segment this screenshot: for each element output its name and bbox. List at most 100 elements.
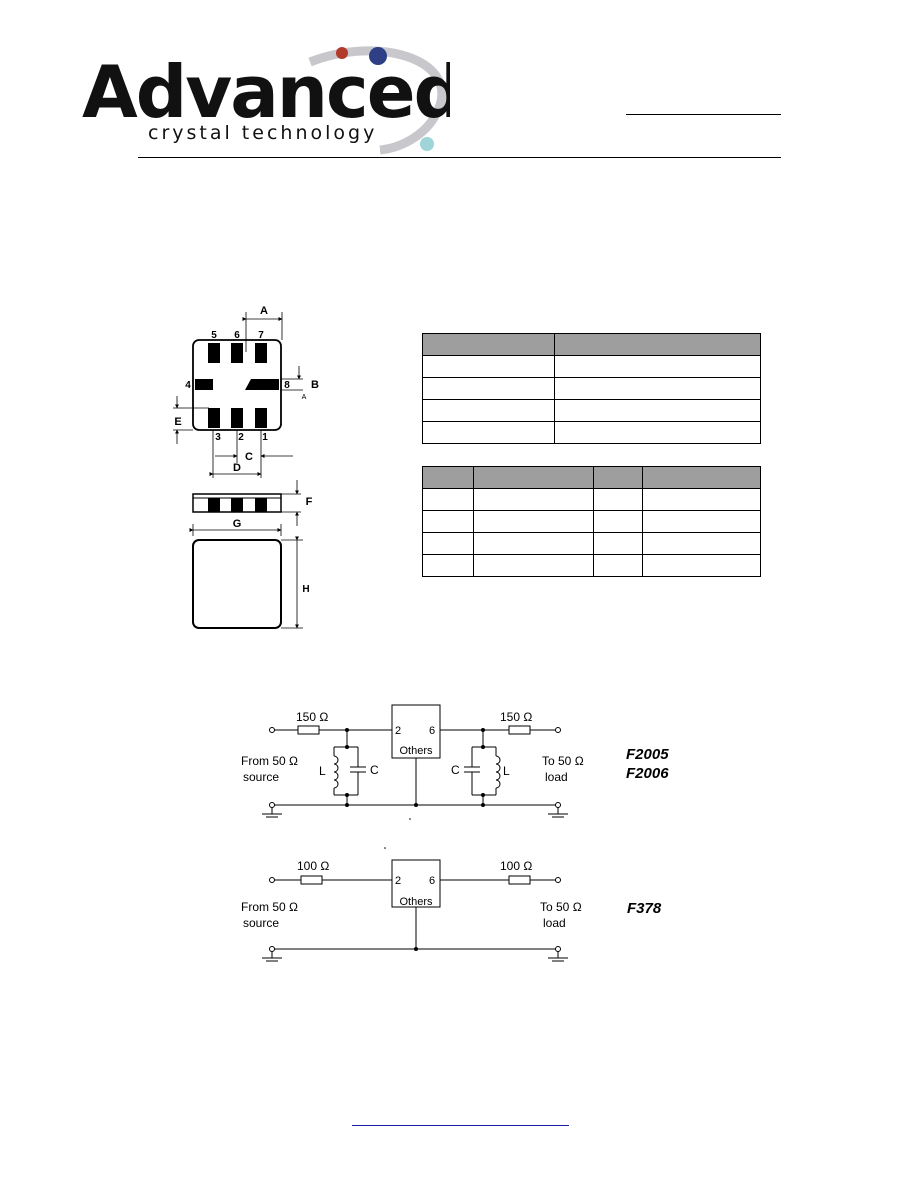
filter-box <box>391 859 441 908</box>
table-row <box>422 532 761 555</box>
table-cell <box>422 377 555 400</box>
table-cell <box>422 399 555 422</box>
box-label: Others <box>399 896 433 908</box>
pad-3 <box>208 408 220 428</box>
pin-number-1: 1 <box>262 432 268 443</box>
load-label-line1: To 50 Ω <box>542 754 584 768</box>
table-row <box>422 377 761 400</box>
pad-2 <box>231 408 243 428</box>
table-cell <box>473 488 594 511</box>
load-label-line2: load <box>545 770 568 784</box>
logo-orbit-swoosh <box>308 46 447 155</box>
table-cell <box>422 510 474 533</box>
table-cell <box>593 532 643 555</box>
table-cell <box>422 488 474 511</box>
inductor-right-label: L <box>503 764 510 778</box>
table-cell <box>422 421 555 444</box>
source-label-line2: source <box>243 770 279 784</box>
table-cell <box>422 554 474 577</box>
dim-label-d: D <box>233 462 241 474</box>
table-cell <box>593 554 643 577</box>
capacitor-left-label: C <box>370 763 379 777</box>
logo-sub-word: crystal technology <box>148 122 377 144</box>
pin-number-7: 7 <box>258 330 264 341</box>
source-label-line1: From 50 Ω <box>241 754 298 768</box>
table-row <box>422 333 761 356</box>
table-cell <box>422 532 474 555</box>
table-cell <box>473 510 594 533</box>
part-number-f378: F378 <box>627 900 662 917</box>
resistor-out-label: 100 Ω <box>500 859 532 873</box>
table-row <box>422 355 761 378</box>
table-row <box>422 554 761 577</box>
table-cell <box>593 488 643 511</box>
dim-label-b: B <box>311 379 319 391</box>
matching-circuit-1: 150 Ω 150 Ω 2 6 Others From 50 Ω source … <box>230 700 700 830</box>
inductor-left <box>333 755 339 789</box>
spec-table-2 <box>422 466 761 577</box>
pin-number-3: 3 <box>215 432 221 443</box>
pad-1 <box>255 408 267 428</box>
pin-number-4: 4 <box>185 380 191 391</box>
table-cell <box>554 421 761 444</box>
resistor-in <box>300 875 323 885</box>
dim-label-a-small: A <box>302 394 307 401</box>
matching-circuit-2-svg: 100 Ω 100 Ω 2 6 Others From 50 Ω source … <box>241 847 662 962</box>
table-row <box>422 488 761 511</box>
table-cell <box>554 377 761 400</box>
resistor-in <box>297 725 320 735</box>
dim-label-f: F <box>306 496 313 508</box>
box-label: Others <box>399 745 433 757</box>
table-row <box>422 466 761 489</box>
table-row <box>422 421 761 444</box>
matching-circuit-1-svg: 150 Ω 150 Ω 2 6 Others From 50 Ω source … <box>241 704 669 820</box>
pin-number-6: 6 <box>234 330 240 341</box>
company-logo: Advanced crystal technology <box>80 40 465 160</box>
pin-number-2: 2 <box>238 432 244 443</box>
pin-number-5: 5 <box>211 330 217 341</box>
header-short-rule <box>626 114 781 115</box>
source-label-line1: From 50 Ω <box>241 900 298 914</box>
logo-graphic: Advanced crystal technology <box>82 46 465 155</box>
table-cell <box>554 399 761 422</box>
resistor-in-label: 150 Ω <box>296 710 328 724</box>
resistor-out <box>508 875 531 885</box>
table-header-cell <box>422 466 474 489</box>
dim-label-h: H <box>302 584 309 595</box>
pad-8 <box>245 379 279 390</box>
load-label-line2: load <box>543 916 566 930</box>
part-number-f2006: F2006 <box>626 765 669 782</box>
table-cell <box>642 510 761 533</box>
dim-label-g: G <box>233 518 242 530</box>
table-row <box>422 510 761 533</box>
header-rule <box>138 157 781 158</box>
filter-box <box>391 704 441 759</box>
table-cell <box>473 554 594 577</box>
inductor-right <box>495 755 501 789</box>
inductor-left-label: L <box>319 764 326 778</box>
dim-label-c: C <box>245 451 253 463</box>
table-cell <box>642 554 761 577</box>
table-header-cell <box>554 333 761 356</box>
table-cell <box>642 488 761 511</box>
resistor-in-label: 100 Ω <box>297 859 329 873</box>
table-header-cell <box>593 466 643 489</box>
load-label-line1: To 50 Ω <box>540 900 582 914</box>
table-row <box>422 399 761 422</box>
table-header-cell <box>473 466 594 489</box>
table-header-cell <box>422 333 555 356</box>
table-cell <box>642 532 761 555</box>
footer-link-underline[interactable] <box>352 1125 569 1126</box>
package-drawing-svg: 5 6 7 4 8 3 2 1 A B A E C D <box>173 305 319 629</box>
spec-table-1 <box>422 333 761 444</box>
logo-blue-sphere <box>369 47 387 65</box>
pin-number-8: 8 <box>284 380 290 391</box>
logo-main-word: Advanced <box>82 50 450 134</box>
box-pin-left: 2 <box>395 725 401 737</box>
resistor-out-label: 150 Ω <box>500 710 532 724</box>
pad-6 <box>231 343 243 363</box>
pad-4 <box>195 379 213 390</box>
pad-5 <box>208 343 220 363</box>
matching-circuit-2: 100 Ω 100 Ω 2 6 Others From 50 Ω source … <box>230 845 700 975</box>
table-cell <box>593 510 643 533</box>
